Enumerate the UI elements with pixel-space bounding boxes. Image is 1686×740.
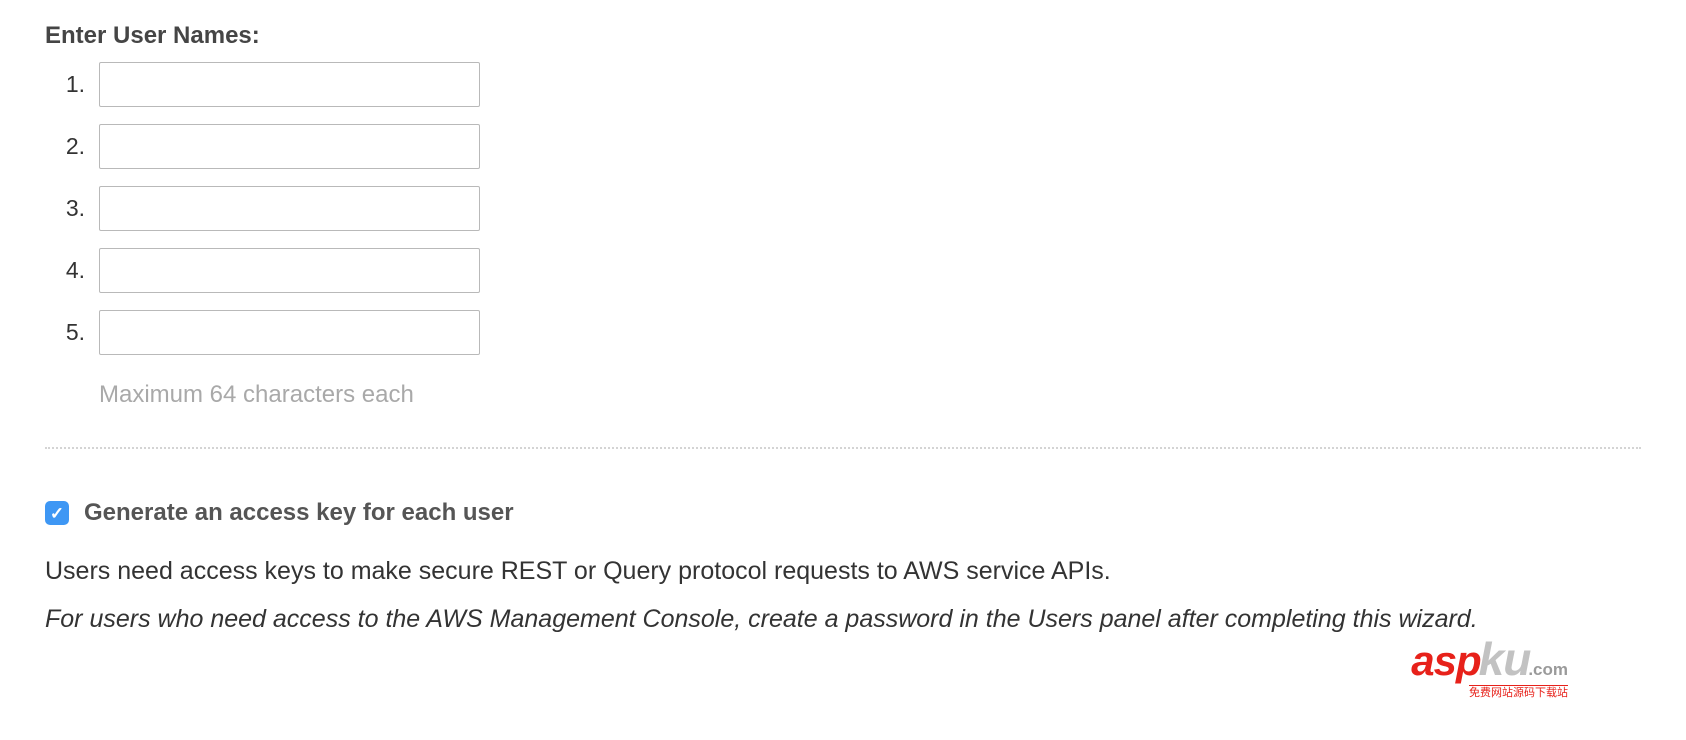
access-key-description: Users need access keys to make secure RE…	[45, 557, 1111, 585]
user-name-input-2[interactable]	[99, 124, 480, 169]
row-number-1: 1.	[65, 71, 85, 97]
user-name-input-4[interactable]	[99, 248, 480, 293]
section-divider	[45, 447, 1641, 449]
user-name-input-5[interactable]	[99, 310, 480, 355]
console-password-note: For users who need access to the AWS Man…	[45, 605, 1478, 633]
row-number-3: 3.	[65, 195, 85, 221]
watermark-brand: asp ku .com	[1411, 636, 1568, 682]
check-icon: ✓	[49, 503, 65, 523]
watermark-tagline: 免费网站源码下载站	[1469, 685, 1568, 699]
row-number-2: 2.	[65, 133, 85, 159]
watermark-brand-primary: asp	[1411, 637, 1481, 684]
generate-access-key-checkbox[interactable]: ✓	[45, 501, 69, 525]
user-name-rows: 1. 2. 3. 4. 5.	[45, 62, 1641, 355]
generate-access-key-label: Generate an access key for each user	[84, 499, 514, 526]
watermark-tld: .com	[1528, 660, 1568, 679]
user-name-row-4: 4.	[45, 248, 1641, 293]
watermark-brand-secondary: ku	[1478, 633, 1532, 685]
create-user-form: Enter User Names: 1. 2. 3. 4. 5. Maximum…	[45, 22, 1641, 633]
user-name-row-2: 2.	[45, 124, 1641, 169]
user-name-row-1: 1.	[45, 62, 1641, 107]
watermark: asp ku .com 免费网站源码下载站	[1411, 636, 1568, 700]
user-name-input-1[interactable]	[99, 62, 480, 107]
row-number-5: 5.	[65, 319, 85, 345]
row-number-4: 4.	[65, 257, 85, 283]
user-name-row-5: 5.	[45, 310, 1641, 355]
enter-user-names-heading: Enter User Names:	[45, 22, 260, 49]
user-name-input-3[interactable]	[99, 186, 480, 231]
generate-access-key-row: ✓ Generate an access key for each user	[45, 499, 1641, 527]
user-name-row-3: 3.	[45, 186, 1641, 231]
max-characters-hint: Maximum 64 characters each	[99, 381, 414, 408]
